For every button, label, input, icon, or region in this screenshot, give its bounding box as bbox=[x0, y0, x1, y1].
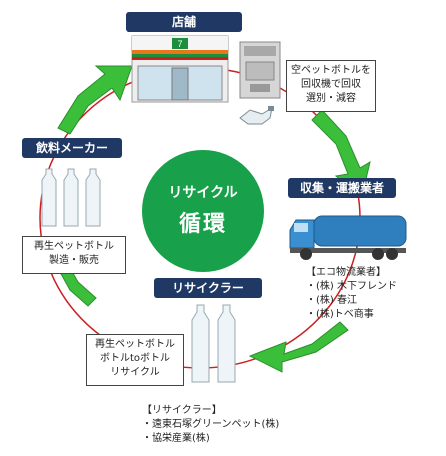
recycler-bottles-icon bbox=[191, 304, 236, 383]
recycler-note-line: 再生ペットボトル bbox=[95, 339, 175, 350]
store-note-line: 回収機で回収 bbox=[301, 79, 361, 90]
crushed-bottle-icon bbox=[239, 106, 274, 125]
store-note-box: 空ペットボトルを 回収機で回収 選別・減容 bbox=[286, 60, 376, 112]
maker-note-line: 再生ペットボトル bbox=[34, 241, 114, 252]
recycler-note-line: ボトルtoボトル bbox=[99, 353, 171, 364]
collection-machine-icon bbox=[239, 41, 281, 99]
recycler-note-box: 再生ペットボトル ボトルtoボトル リサイクル bbox=[86, 334, 184, 386]
collector-list-item: ・(株)トベ商事 bbox=[306, 309, 374, 320]
recycler-list-item: ・協栄産業(株) bbox=[142, 433, 210, 444]
label-store: 店舗 bbox=[126, 12, 242, 32]
arrow-collector-to-recycler bbox=[248, 321, 349, 373]
recycler-note-line: リサイクル bbox=[110, 367, 160, 378]
collector-list-item: ・(株) 春江 bbox=[306, 295, 357, 306]
recycler-list-item: ・遠東石塚グリーンペット(株) bbox=[142, 419, 280, 430]
collector-list: 【エコ物流業者】 ・(株) 木下フレンド ・(株) 春江 ・(株)トベ商事 bbox=[306, 266, 397, 322]
recycler-list-item: 【リサイクラー】 bbox=[142, 405, 222, 416]
collector-list-item: ・(株) 木下フレンド bbox=[306, 281, 397, 292]
maker-bottles-icon bbox=[41, 168, 101, 227]
store-note-line: 空ペットボトルを bbox=[291, 65, 371, 76]
convenience-store-icon: 7 bbox=[131, 35, 229, 103]
store-note-line: 選別・減容 bbox=[306, 93, 356, 104]
center-title: リサイクル bbox=[168, 185, 238, 201]
label-maker: 飲料メーカー bbox=[22, 138, 122, 158]
center-subtitle: 循環 bbox=[178, 212, 227, 237]
maker-note-box: 再生ペットボトル 製造・販売 bbox=[22, 236, 126, 274]
arrow-maker-to-store bbox=[57, 65, 133, 135]
label-recycler: リサイクラー bbox=[154, 278, 262, 298]
svg-text:7: 7 bbox=[177, 39, 182, 49]
collection-truck-icon bbox=[289, 215, 407, 260]
label-collector: 収集・運搬業者 bbox=[288, 178, 396, 198]
maker-note-line: 製造・販売 bbox=[49, 255, 99, 266]
collector-list-item: 【エコ物流業者】 bbox=[306, 267, 386, 278]
recycler-list: 【リサイクラー】 ・遠東石塚グリーンペット(株) ・協栄産業(株) bbox=[142, 404, 279, 446]
recycling-cycle-circle: リサイクル 循環 bbox=[142, 150, 264, 272]
